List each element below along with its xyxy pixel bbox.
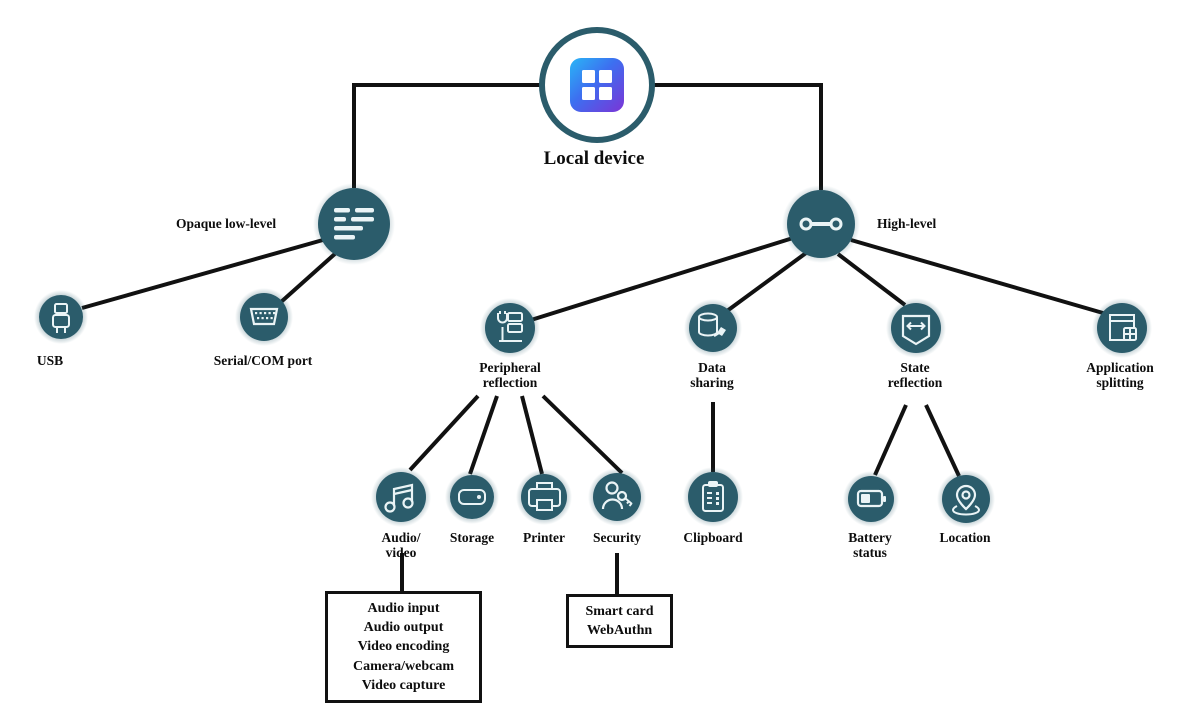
node-local-device[interactable] (539, 27, 655, 143)
label-state-reflection: State reflection (887, 360, 943, 391)
clipboard-icon (702, 481, 724, 512)
node-application-splitting[interactable] (1092, 298, 1152, 358)
detail-item: Smart card (585, 603, 654, 619)
node-peripheral-reflection[interactable] (480, 298, 540, 358)
label-audio-video: Audio/ video (381, 530, 421, 561)
node-circle (39, 295, 83, 339)
node-circle (318, 188, 390, 260)
label-peripheral-reflection: Peripheral reflection (479, 360, 541, 391)
node-battery-status[interactable] (843, 471, 899, 527)
label-high-level: High-level (877, 216, 937, 231)
detail-item: Video encoding (357, 639, 450, 655)
edge-peripheral-to-storage (468, 395, 499, 475)
node-circle (891, 303, 941, 353)
database-plug-icon (698, 312, 726, 338)
node-serial-com-port[interactable] (235, 288, 293, 346)
storage-drive-icon (458, 489, 486, 505)
edge-peripheral-to-security (541, 394, 624, 475)
detail-item: Audio input (367, 601, 440, 617)
window-split-icon (1109, 314, 1137, 341)
serial-port-icon (249, 307, 279, 326)
node-printer[interactable] (516, 469, 572, 525)
node-usb[interactable] (34, 290, 88, 344)
edge-opaque-to-serial (279, 250, 339, 304)
node-circle (848, 476, 894, 522)
node-security[interactable] (588, 468, 646, 526)
detail-item: Camera/webcam (352, 658, 455, 674)
node-high-level[interactable] (782, 185, 860, 263)
detail-item: Video capture (361, 677, 446, 693)
label-usb: USB (36, 353, 64, 368)
edge-root-to-opaque (352, 83, 540, 188)
node-location[interactable] (937, 470, 995, 528)
label-opaque-low-level: Opaque low-level (176, 216, 277, 231)
node-storage[interactable] (445, 470, 499, 524)
printer-icon (528, 482, 561, 511)
edge-opaque-to-usb (81, 236, 331, 310)
node-circle (521, 474, 567, 520)
security-details-box: Smart card WebAuthn (566, 594, 673, 648)
label-application-splitting: Application splitting (1086, 360, 1154, 391)
node-opaque-low-level[interactable] (313, 183, 395, 265)
shield-arrows-icon (901, 314, 931, 346)
page-title: Local device (543, 148, 645, 169)
edge-high-to-application-splitting (850, 238, 1104, 315)
person-key-icon (601, 481, 633, 510)
node-circle (689, 304, 737, 352)
node-circle (450, 475, 494, 519)
detail-item: WebAuthn (586, 623, 653, 638)
map-pin-icon (951, 484, 981, 516)
node-circle (485, 303, 535, 353)
node-clipboard[interactable] (683, 467, 743, 527)
label-printer: Printer (523, 530, 565, 545)
windows-logo-icon (570, 58, 624, 112)
edge-high-to-state-reflection (836, 252, 907, 307)
label-data-sharing: Data sharing (690, 360, 734, 391)
audio-video-details-box: Audio input Audio output Video encoding … (325, 591, 482, 703)
node-circle (240, 293, 288, 341)
label-storage: Storage (449, 530, 495, 545)
label-security: Security (593, 530, 641, 545)
detail-item: Audio output (363, 620, 444, 636)
music-note-icon (384, 483, 414, 513)
text-lines-icon (334, 208, 374, 240)
edge-peripheral-to-printer (520, 395, 544, 475)
plug-server-icon (497, 311, 523, 342)
node-layer (34, 27, 1152, 528)
node-circle (1097, 303, 1147, 353)
usb-plug-icon (52, 303, 70, 333)
node-data-sharing[interactable] (684, 299, 742, 357)
label-serial-com-port: Serial/COM port (213, 353, 313, 368)
node-state-reflection[interactable] (886, 298, 946, 358)
edge-high-to-peripheral (530, 236, 794, 322)
edge-state-to-battery-status (873, 404, 908, 476)
edge-layer (81, 83, 1104, 595)
link-connection-icon (799, 217, 843, 231)
battery-icon (856, 489, 886, 508)
label-location: Location (939, 530, 991, 545)
node-circle (376, 472, 426, 522)
edge-peripheral-to-audio-video (408, 394, 480, 472)
label-battery-status: Battery status (848, 530, 892, 561)
edge-root-to-high (654, 83, 823, 190)
label-clipboard: Clipboard (683, 530, 743, 545)
edge-state-to-location (924, 404, 961, 477)
node-circle (688, 472, 738, 522)
edge-high-to-data-sharing (725, 251, 808, 313)
node-audio-video[interactable] (371, 467, 431, 527)
